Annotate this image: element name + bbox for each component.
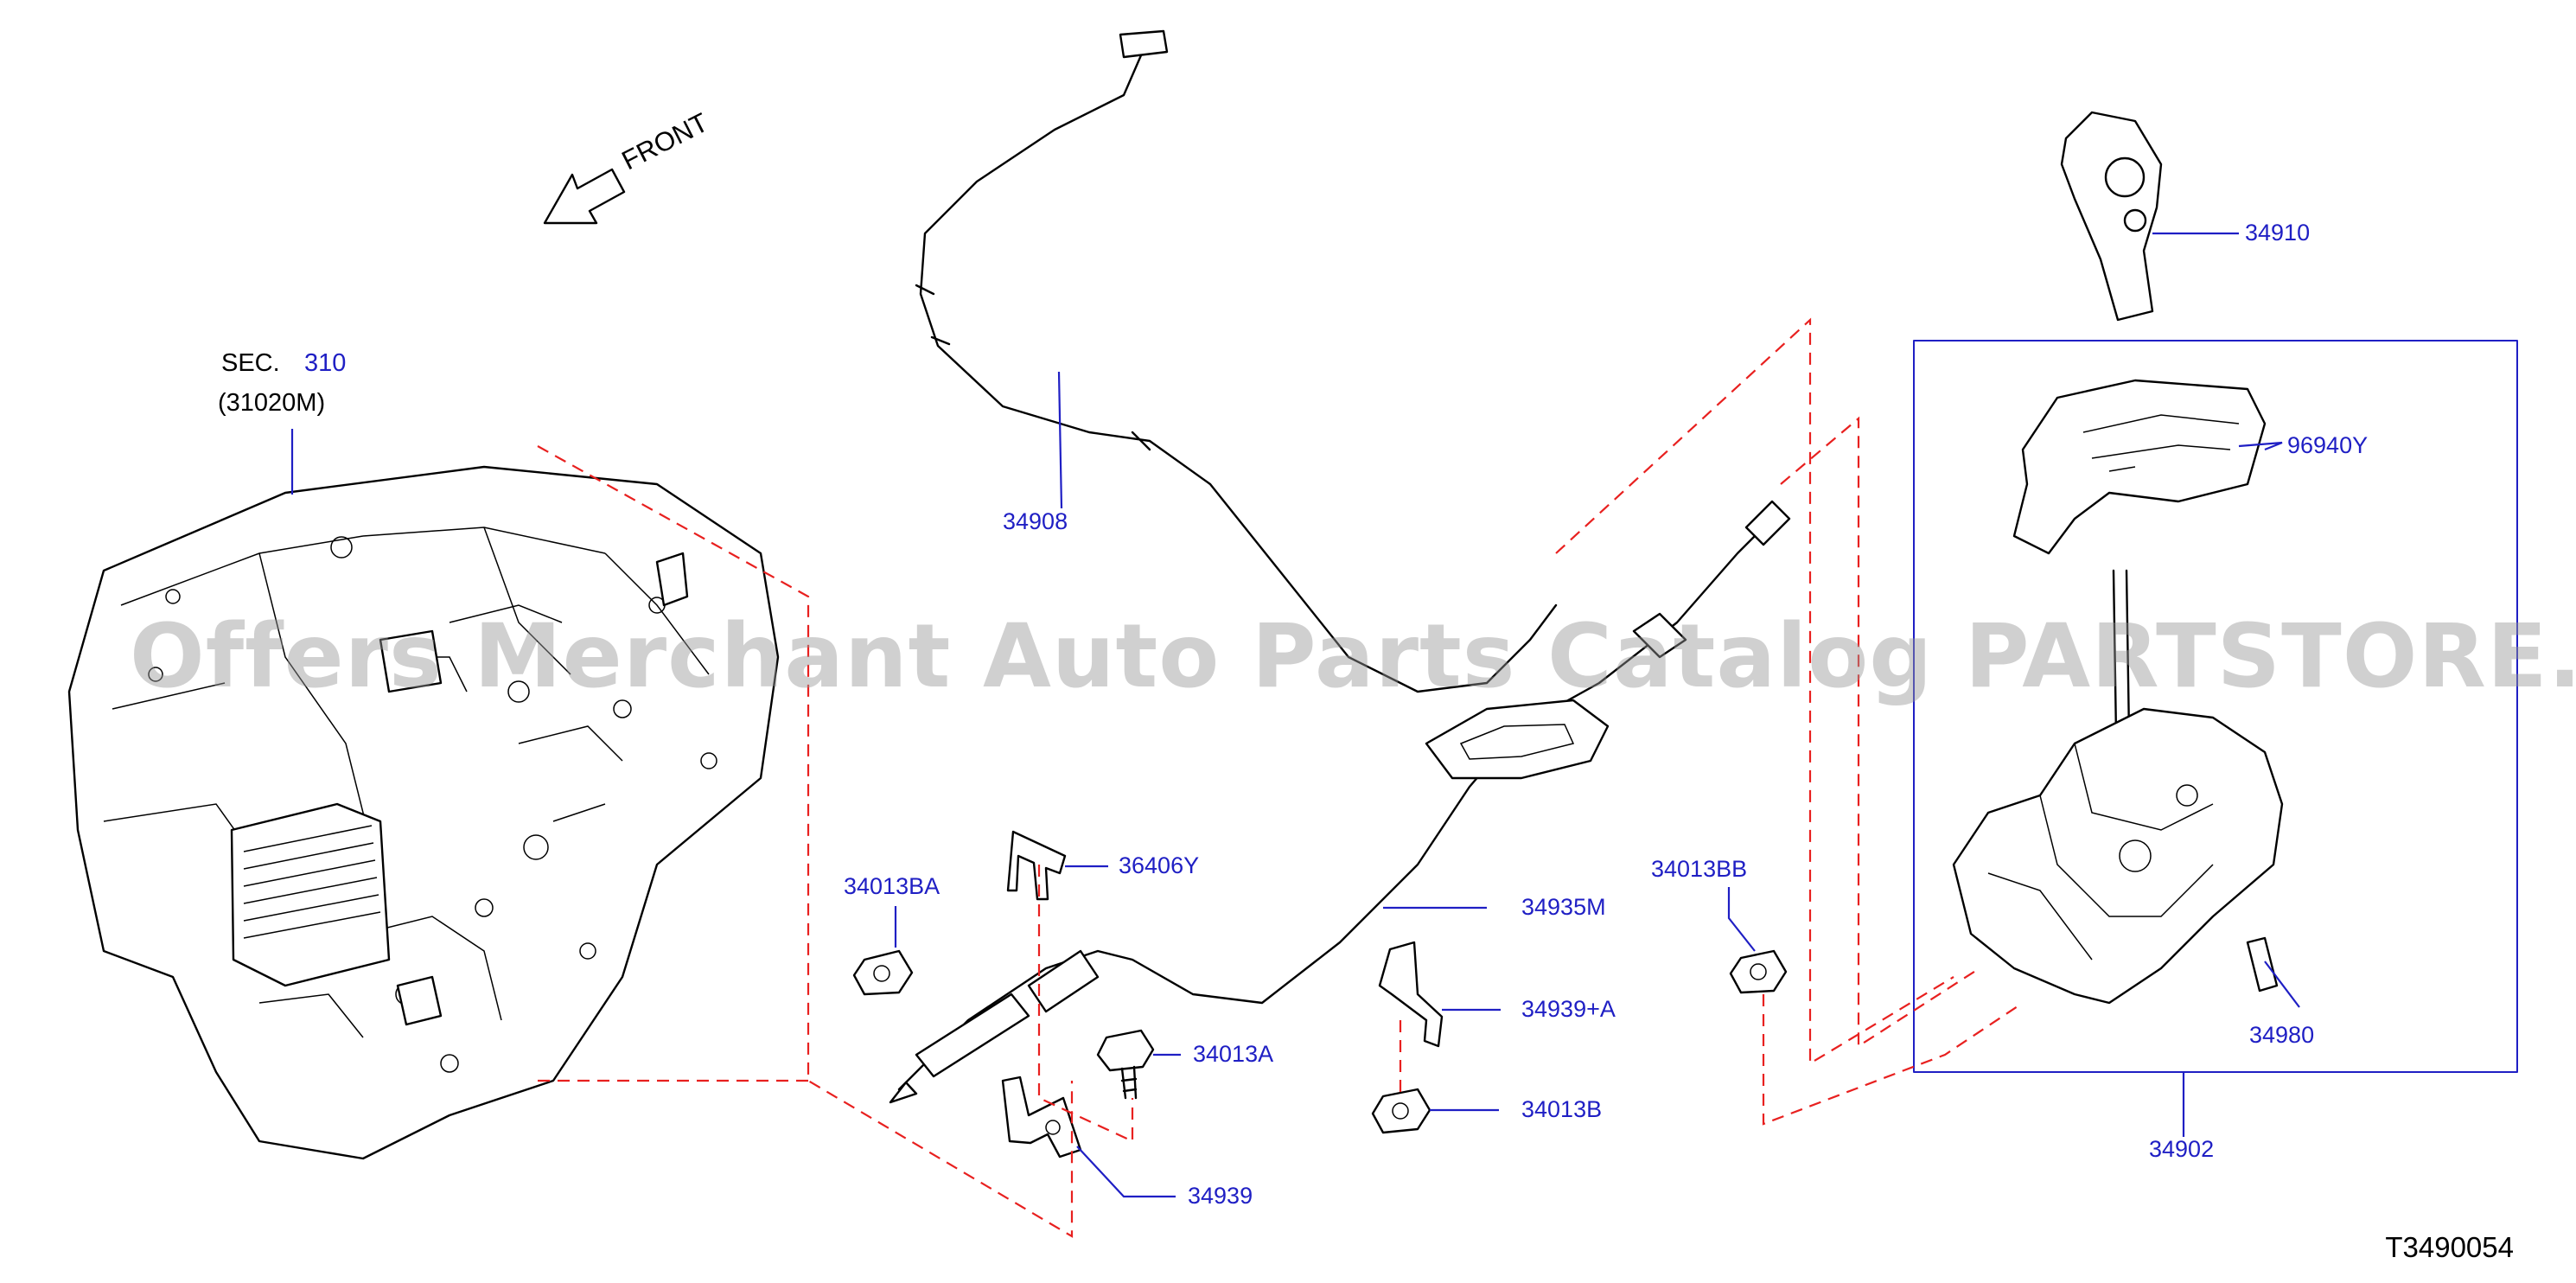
bracket-34939a — [1378, 941, 1444, 1048]
leader-lines — [290, 232, 2300, 1198]
part-label-96940y[interactable]: 96940Y — [2287, 432, 2369, 458]
part-label-34939[interactable]: 34939 — [1188, 1183, 1253, 1209]
nut-34013b — [1371, 1088, 1431, 1134]
part-label-34935m[interactable]: 34935M — [1521, 894, 1606, 920]
shift-knob-34910 — [2060, 111, 2163, 322]
part-label-34013ba[interactable]: 34013BA — [844, 873, 940, 899]
control-device-34902 — [1913, 340, 2518, 1073]
part-label-34939a[interactable]: 34939+A — [1521, 996, 1616, 1022]
part-label-34980[interactable]: 34980 — [2249, 1022, 2315, 1048]
cable-34908 — [915, 29, 1558, 693]
part-label-34908[interactable]: 34908 — [1003, 508, 1068, 534]
nut-34013bb — [1729, 949, 1788, 994]
section-subcode: (31020M) — [218, 389, 326, 417]
part-label-36406y[interactable]: 36406Y — [1119, 852, 1200, 878]
part-label-34013b[interactable]: 34013B — [1521, 1096, 1603, 1122]
part-label-34910[interactable]: 34910 — [2245, 220, 2311, 246]
clip-36406y — [1006, 830, 1067, 901]
part-label-34902[interactable]: 34902 — [2149, 1136, 2215, 1162]
part-label-34013a[interactable]: 34013A — [1193, 1041, 1274, 1067]
cable-34935m — [889, 500, 1791, 1104]
bolt-34013a — [1096, 1029, 1155, 1100]
assembly-guide-lines — [537, 317, 2024, 1238]
section-prefix: SEC. — [221, 349, 280, 377]
part-label-34013bb[interactable]: 34013BB — [1651, 856, 1748, 882]
transmission-assembly — [67, 465, 780, 1160]
front-arrow-icon — [543, 168, 626, 225]
diagram-code: T3490054 — [2385, 1231, 2514, 1263]
nut-34013ba — [852, 949, 914, 996]
indicator-96940y — [2012, 379, 2267, 555]
section-link-310[interactable]: 310 — [304, 349, 347, 377]
bracket-34939 — [1001, 1076, 1082, 1159]
